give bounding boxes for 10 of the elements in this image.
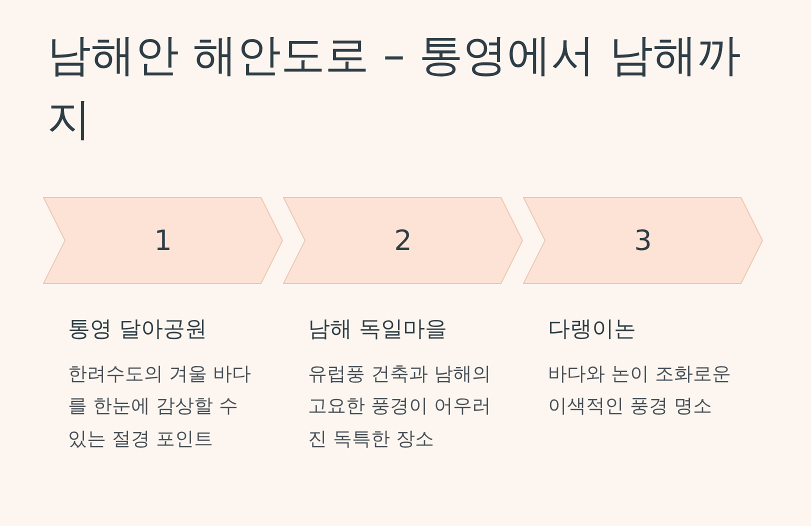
step-heading: 통영 달아공원 bbox=[68, 316, 208, 344]
step-number: 2 bbox=[394, 224, 412, 257]
step-description: 유럽풍 건축과 남해의 고요한 풍경이 어우러진 독특한 장소 bbox=[308, 362, 492, 452]
step-number: 1 bbox=[154, 224, 172, 257]
step-description: 바다와 논이 조화로운 이색적인 풍경 명소 bbox=[548, 362, 732, 420]
step-number: 3 bbox=[634, 224, 652, 257]
title: 남해안 해안도로 – 통영에서 남해까지 bbox=[47, 29, 742, 147]
step-description: 한려수도의 겨울 바다를 한눈에 감상할 수 있는 절경 포인트 bbox=[68, 362, 252, 452]
step-heading: 남해 독일마을 bbox=[308, 316, 448, 344]
step-heading: 다랭이논 bbox=[548, 316, 637, 344]
